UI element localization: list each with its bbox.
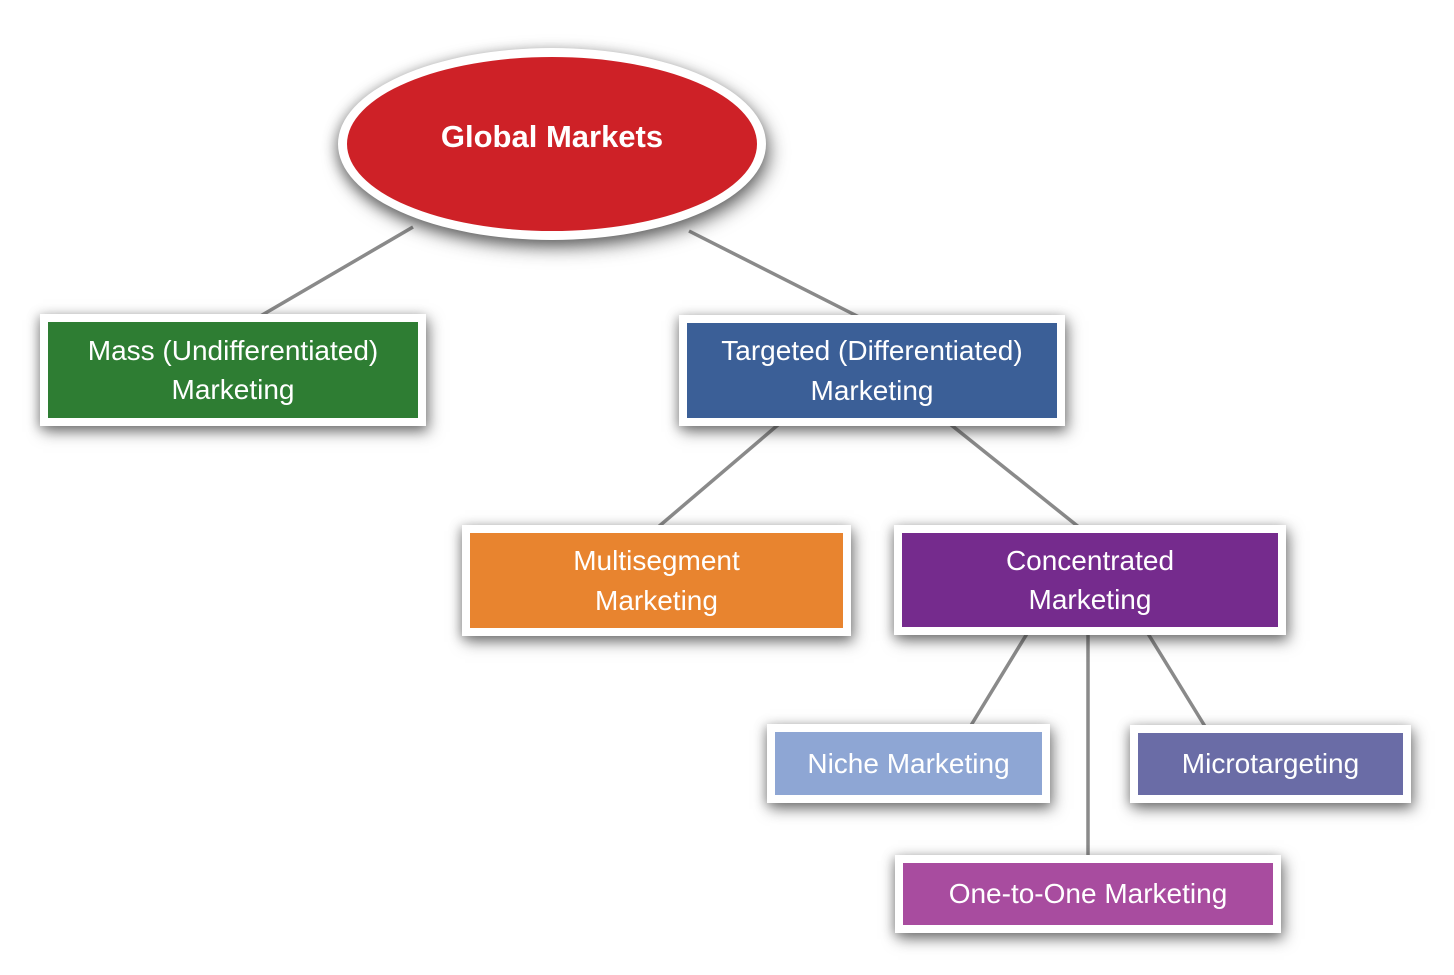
node-one-to-one-marketing-label: One-to-One Marketing bbox=[948, 878, 1228, 910]
node-microtargeting-label: Microtargeting bbox=[1181, 748, 1360, 780]
edge-concentrated-niche bbox=[968, 631, 1030, 728]
node-concentrated-marketing-label: Concentrated Marketing bbox=[1005, 544, 1175, 615]
node-global-markets: Global Markets bbox=[338, 48, 766, 240]
node-global-markets-label: Global Markets bbox=[440, 119, 664, 155]
node-mass-undifferentiated-marketing: Mass (Undifferentiated) Marketing bbox=[40, 314, 426, 426]
node-one-to-one-marketing: One-to-One Marketing bbox=[895, 855, 1281, 933]
node-mass-undifferentiated-marketing-label: Mass (Undifferentiated) Marketing bbox=[87, 334, 379, 405]
node-concentrated-marketing: Concentrated Marketing bbox=[894, 525, 1286, 635]
node-microtargeting: Microtargeting bbox=[1130, 725, 1411, 803]
node-niche-marketing-label: Niche Marketing bbox=[807, 747, 1010, 779]
edge-targeted-multisegment bbox=[655, 422, 781, 530]
node-niche-marketing: Niche Marketing bbox=[767, 724, 1050, 803]
edge-concentrated-microtargeting bbox=[1145, 631, 1208, 729]
node-targeted-differentiated-marketing-label: Targeted (Differentiated) Marketing bbox=[721, 335, 1023, 406]
node-targeted-differentiated-marketing: Targeted (Differentiated) Marketing bbox=[679, 315, 1065, 426]
edge-targeted-concentrated bbox=[948, 422, 1082, 530]
edge-global-targeted bbox=[688, 229, 862, 320]
node-multisegment-marketing: Multisegment Marketing bbox=[462, 525, 851, 636]
node-multisegment-marketing-label: Multisegment Marketing bbox=[573, 545, 740, 616]
edge-global-mass bbox=[256, 225, 414, 320]
